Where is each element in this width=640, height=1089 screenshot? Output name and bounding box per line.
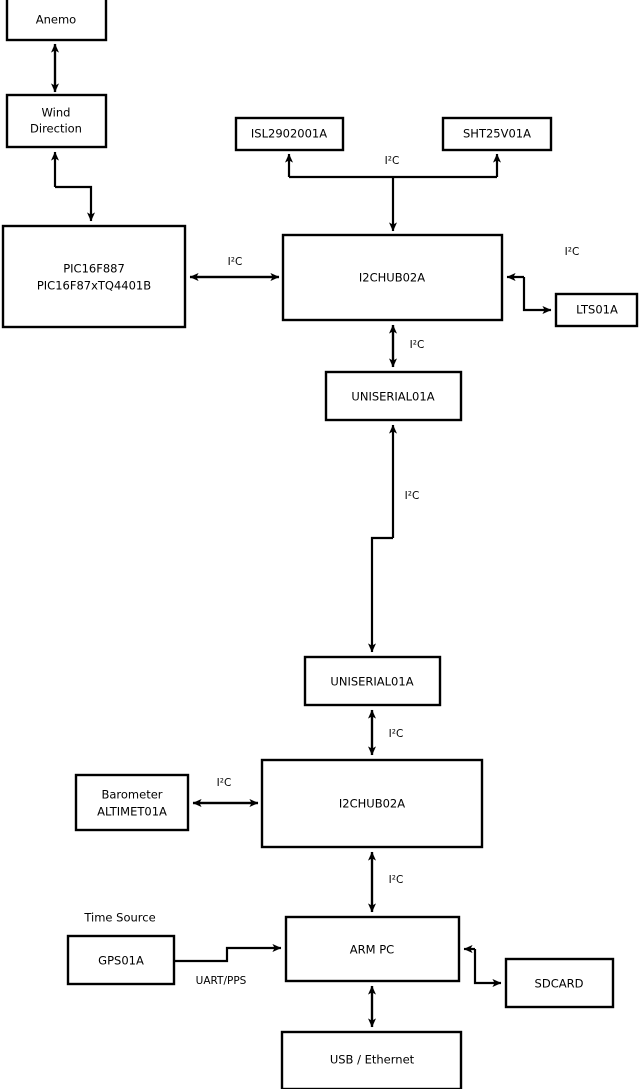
node-sht25v01a[interactable]: SHT25V01A [441,116,553,152]
node-wind-direction-label-line1: Wind [42,106,71,120]
node-sht25v01a-box[interactable] [441,116,553,152]
node-arm-pc-label: ARM PC [350,943,394,957]
node-i2chub02a-bottom-box[interactable] [260,758,484,849]
node-barometer-box[interactable] [74,773,190,832]
edge-hubtop-lts [506,273,552,314]
node-lts01a-box[interactable] [554,292,639,328]
node-barometer-label-line2: ALTIMET01A [97,805,167,819]
edge-uniserial-link [368,424,397,653]
edge-label-uniserial-link: I²C [405,490,420,502]
node-pic-mcu-label-line1: PIC16F887 [63,262,125,276]
node-arm-pc-box[interactable] [284,915,461,983]
node-barometer[interactable]: Barometer ALTIMET01A [74,773,190,832]
node-i2chub02a-top[interactable]: I2CHUB02A [281,233,504,322]
edge-label-hub-uniserial-top: I²C [410,339,425,351]
node-i2chub02a-bottom-label: I2CHUB02A [339,797,405,811]
node-i2chub02a-top-box[interactable] [281,233,504,322]
node-sdcard-label: SDCARD [535,977,584,991]
node-wind-direction-label-line2: Direction [30,122,82,136]
node-pic-mcu-box[interactable] [1,224,187,329]
node-sdcard-box[interactable] [504,957,615,1009]
node-pic-mcu-label-line2: PIC16F87xTQ4401B [37,279,151,293]
node-i2chub02a-bottom[interactable]: I2CHUB02A [260,758,484,849]
node-sdcard[interactable]: SDCARD [504,957,615,1009]
node-pic-mcu[interactable]: PIC16F887 PIC16F87xTQ4401B [1,224,187,329]
node-sht25v01a-label: SHT25V01A [463,127,531,141]
node-uniserial01a-bottom-box[interactable] [303,655,442,707]
node-gps01a[interactable]: GPS01A [66,934,176,986]
node-isl2902001a-label: ISL2902001A [251,127,327,141]
edge-hub-sensors-bus [285,153,501,232]
edge-label-pic-hub: I²C [228,256,243,268]
node-gps01a-box[interactable] [66,934,176,986]
node-lts01a[interactable]: LTS01A [554,292,639,328]
node-usb-ethernet-label: USB / Ethernet [330,1053,415,1067]
node-usb-ethernet-box[interactable] [280,1030,463,1089]
edge-label-uniserial-hub-bot: I²C [389,728,404,740]
edge-wind-pic [51,151,95,222]
node-uniserial01a-top-box[interactable] [324,370,463,422]
edge-armpc-sdcard [463,945,502,987]
node-isl2902001a[interactable]: ISL2902001A [234,116,345,152]
node-uniserial01a-bottom[interactable]: UNISERIAL01A [303,655,442,707]
edge-label-gps-armpc: UART/PPS [196,975,247,987]
node-barometer-label-line1: Barometer [101,788,162,802]
node-uniserial01a-top-label: UNISERIAL01A [351,390,434,404]
node-anemo-label: Anemo [36,13,76,27]
node-anemo-box[interactable] [5,0,108,42]
edge-arrow-to-sdcard [473,949,502,987]
edge-arrow-down [368,536,393,653]
edge-label-hub-armpc: I²C [389,874,404,886]
node-gps01a-label: GPS01A [98,954,144,968]
edge-arrow-down [55,185,95,222]
edge-label-bus-top: I²C [385,155,400,167]
node-arm-pc[interactable]: ARM PC [284,915,461,983]
edge-label-barometer-hub: I²C [217,777,232,789]
edge-gps-armpc [174,944,282,963]
label-time-source: Time Source [83,911,155,925]
node-i2chub02a-top-label: I2CHUB02A [359,271,425,285]
node-wind-direction[interactable]: Wind Direction [5,93,108,149]
node-wind-direction-box[interactable] [5,93,108,149]
node-isl2902001a-box[interactable] [234,116,345,152]
node-usb-ethernet[interactable]: USB / Ethernet [280,1030,463,1089]
node-uniserial01a-bottom-label: UNISERIAL01A [330,675,413,689]
node-uniserial01a-top[interactable]: UNISERIAL01A [324,370,463,422]
edge-arrow-to-armpc [174,944,282,963]
edge-label-hub-lts: I²C [565,246,580,258]
node-lts01a-label: LTS01A [576,303,618,317]
edge-arrow-to-lts [522,277,552,314]
node-anemo[interactable]: Anemo [5,0,108,42]
